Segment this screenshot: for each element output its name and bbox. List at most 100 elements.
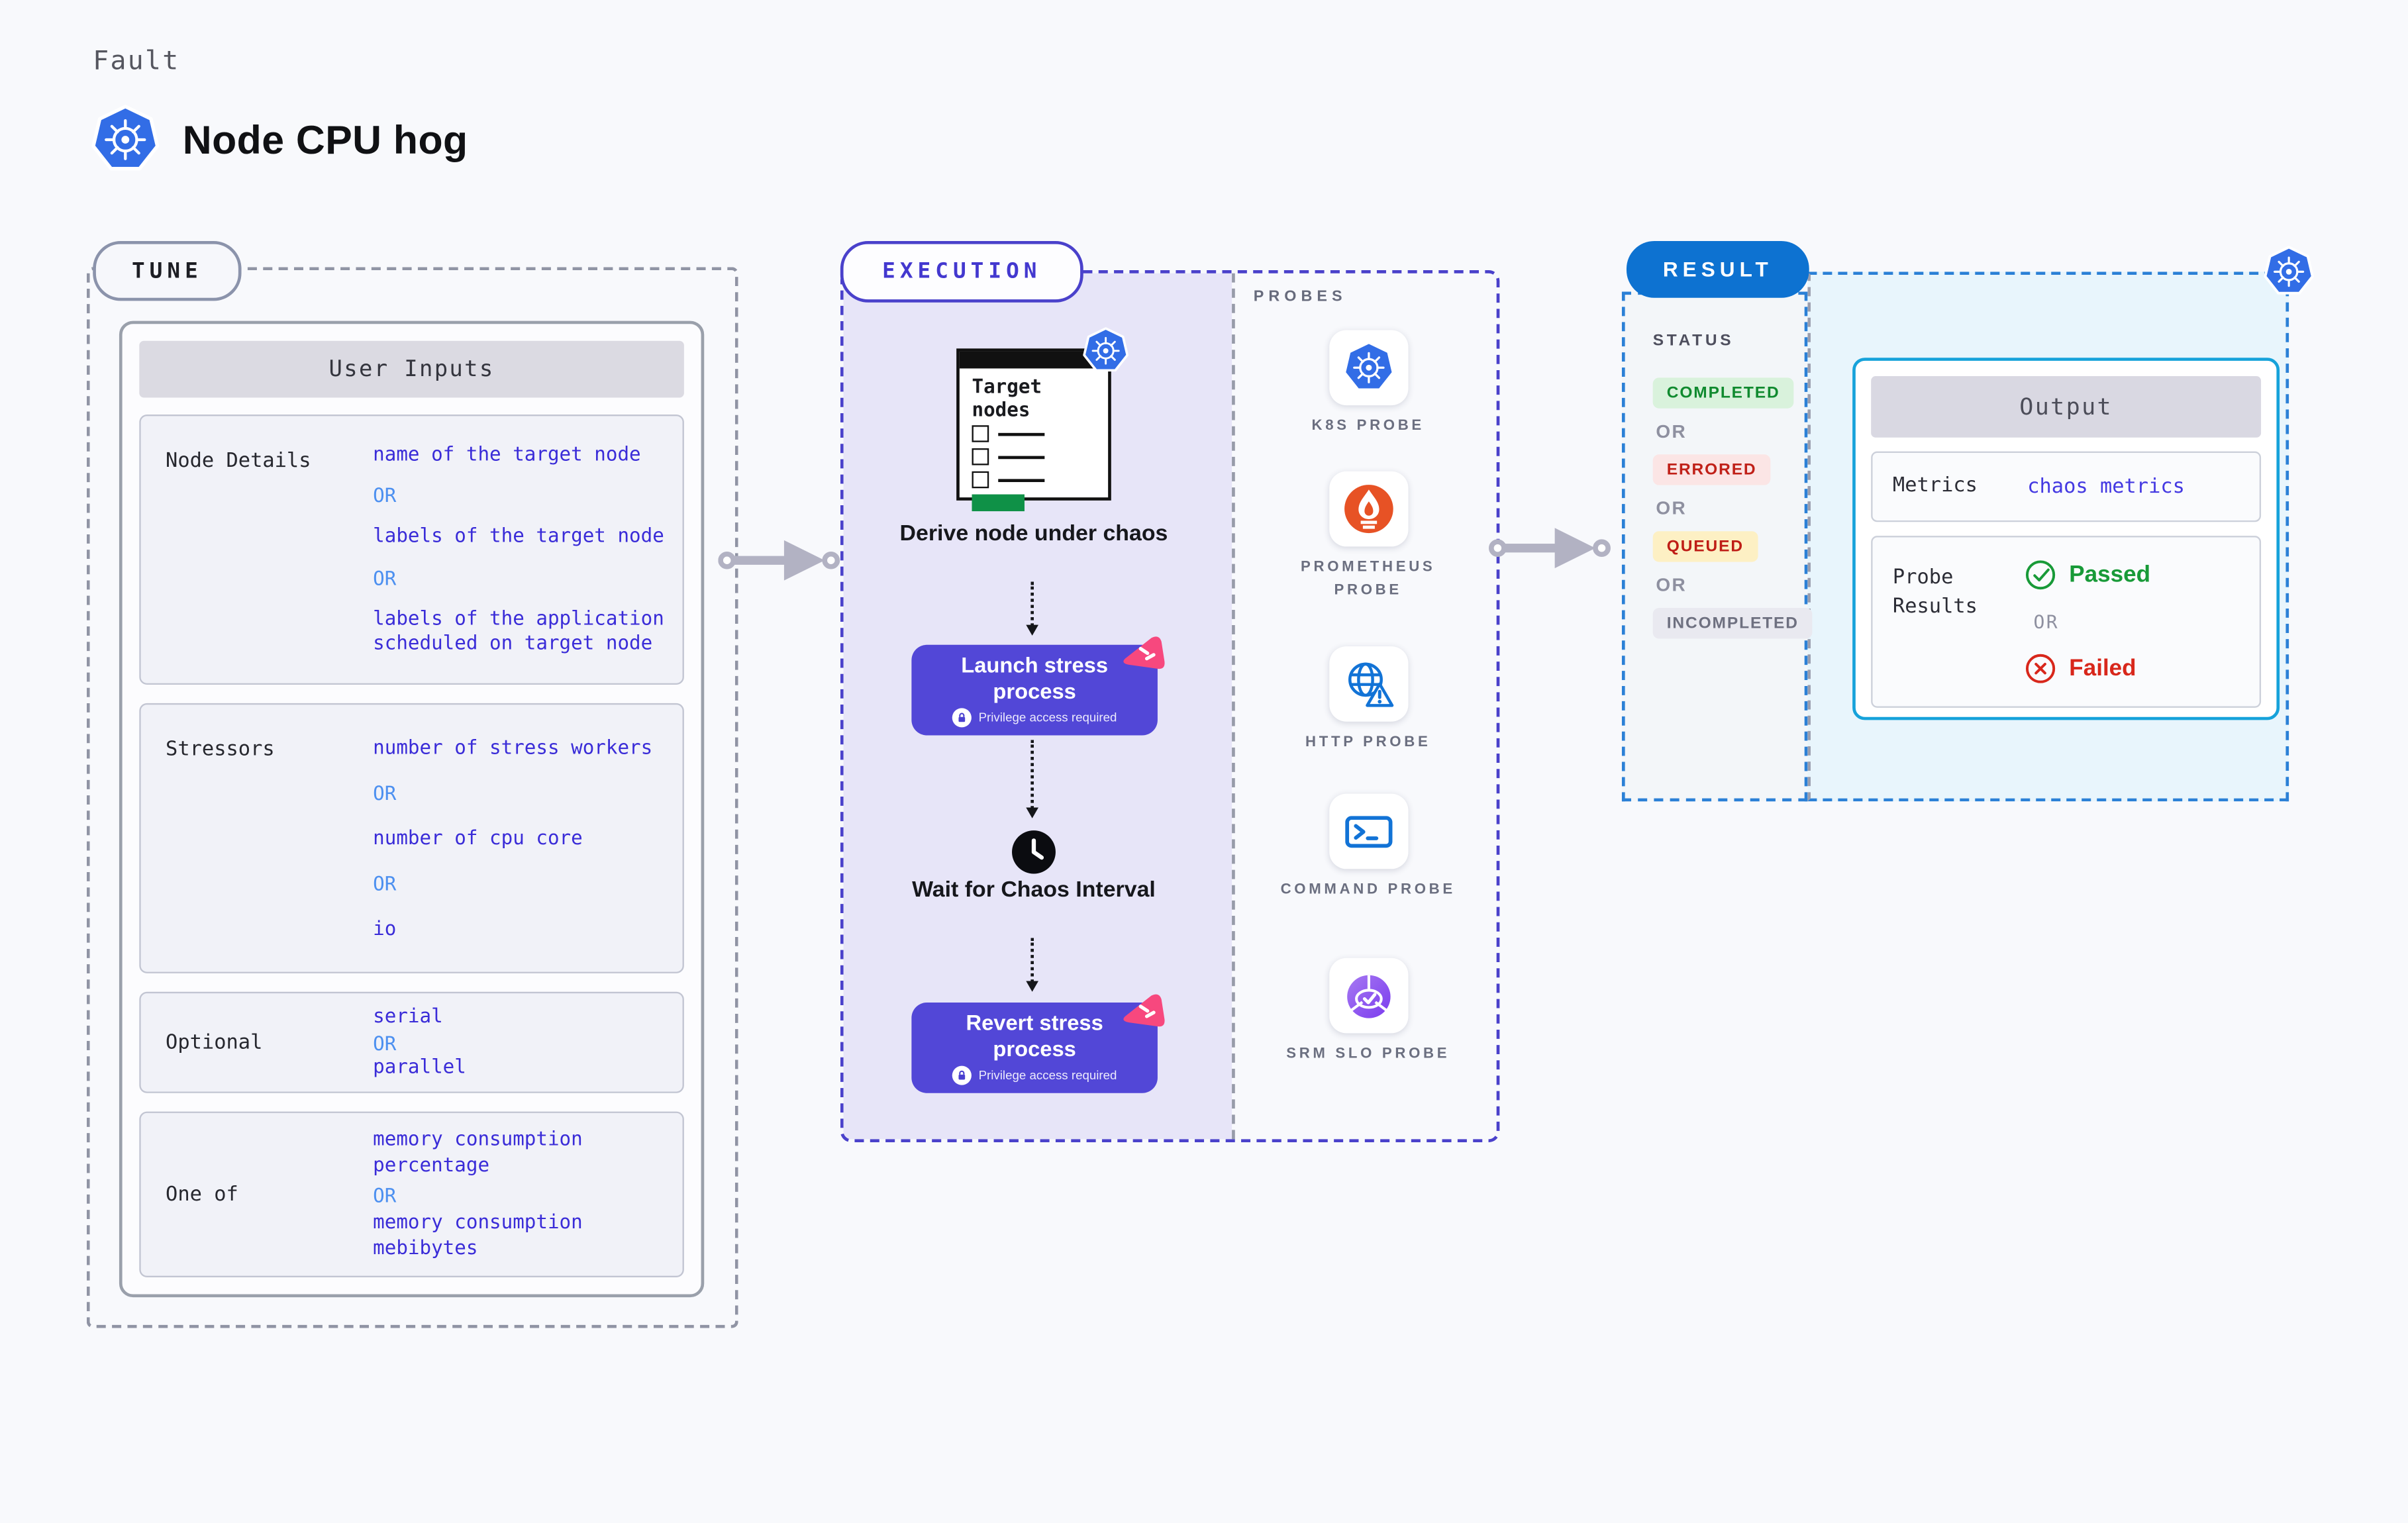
privilege-note: Privilege access required xyxy=(952,1065,1117,1085)
selected-node-bar xyxy=(972,494,1025,512)
lock-icon xyxy=(952,707,972,727)
target-nodes-title: Target nodes xyxy=(972,374,1042,421)
probe-label: HTTP PROBE xyxy=(1305,734,1431,751)
status-title: STATUS xyxy=(1652,331,1734,350)
passed-label: Passed xyxy=(2069,562,2151,588)
probe-results-row: Probe Results Passed OR Failed xyxy=(1871,536,2262,708)
result-badge: RESULT xyxy=(1626,241,1809,298)
probe-item: K8S PROBE xyxy=(1276,330,1461,438)
or-separator: OR xyxy=(373,484,397,507)
or-separator: OR xyxy=(1656,574,1687,596)
privilege-note: Privilege access required xyxy=(952,707,1117,727)
probe-failed: Failed xyxy=(2025,652,2260,685)
flow-connector-arrow xyxy=(1026,581,1038,636)
status-badge-queued: QUEUED xyxy=(1652,531,1758,562)
metrics-label: Metrics xyxy=(1892,473,1978,497)
probe-item: COMMAND PROBE xyxy=(1276,793,1461,903)
privilege-note-label: Privilege access required xyxy=(978,710,1117,724)
lock-icon xyxy=(952,1065,972,1085)
node-checkbox-row xyxy=(960,425,1108,442)
user-input-value: number of stress workers xyxy=(373,734,653,758)
status-list: COMPLETED OR ERRORED OR QUEUED OR INCOMPLETED xyxy=(1652,377,1813,648)
launch-stress-label: Launch stress process xyxy=(961,653,1109,703)
status-badge-completed: COMPLETED xyxy=(1652,377,1794,409)
metrics-row: Metrics chaos metrics xyxy=(1871,451,2262,522)
launch-stress-button[interactable]: Launch stress process Privilege access r… xyxy=(911,645,1158,736)
execution-panel xyxy=(840,270,1500,1142)
arrow-tune-to-execution xyxy=(718,537,845,583)
status-badge-errored: ERRORED xyxy=(1652,454,1771,485)
kubernetes-icon xyxy=(90,105,161,175)
user-input-label: Node Details xyxy=(166,450,311,473)
user-input-label: One of xyxy=(166,1183,238,1206)
prom-probe-icon xyxy=(1329,471,1408,547)
probes-divider xyxy=(1232,273,1235,1140)
metrics-value: chaos metrics xyxy=(2027,475,2185,499)
user-input-value: labels of the application scheduled on t… xyxy=(373,605,664,655)
probe-label: SRM SLO PROBE xyxy=(1286,1045,1450,1063)
output-header: Output xyxy=(1871,376,2262,438)
page-title: Node CPU hog xyxy=(182,116,468,162)
failed-label: Failed xyxy=(2069,655,2136,682)
or-separator: OR xyxy=(373,1183,397,1206)
cmd-probe-icon xyxy=(1329,793,1408,869)
or-separator: OR xyxy=(373,1030,397,1054)
flow-connector-arrow xyxy=(1026,740,1038,818)
user-input-label: Optional xyxy=(166,1030,263,1054)
or-separator: OR xyxy=(1656,497,1687,519)
user-inputs-table: User Inputs Node Details name of the targ… xyxy=(119,320,705,1298)
http-probe-icon xyxy=(1329,646,1408,722)
execution-badge: EXECUTION xyxy=(840,241,1083,303)
user-input-value: memory consumption percentage xyxy=(373,1126,583,1176)
tune-panel xyxy=(86,267,738,1328)
probe-results-label: Probe Results xyxy=(1892,566,1978,618)
probe-label: COMMAND PROBE xyxy=(1280,881,1456,899)
probe-item: SRM SLO PROBE xyxy=(1276,958,1461,1067)
tune-badge: TUNE xyxy=(93,241,242,301)
user-inputs-header: User Inputs xyxy=(139,340,684,398)
node-checkbox-row xyxy=(960,471,1108,489)
probe-passed: Passed xyxy=(2025,559,2260,591)
probe-label: PROMETHEUS PROBE xyxy=(1301,558,1436,599)
kubernetes-badge-icon xyxy=(1081,327,1129,375)
revert-stress-button[interactable]: Revert stress process Privilege access r… xyxy=(911,1003,1158,1093)
status-badge-incompleted: INCOMPLETED xyxy=(1652,608,1813,639)
user-input-value: name of the target node xyxy=(373,442,641,465)
user-input-value: memory consumption mebibytes xyxy=(373,1210,583,1259)
or-separator: OR xyxy=(373,781,397,805)
user-input-value: serial xyxy=(373,1003,443,1027)
user-input-value: io xyxy=(373,916,397,939)
srm-probe-icon xyxy=(1329,958,1408,1034)
probe-or-label: OR xyxy=(2033,611,2060,633)
user-input-label: Stressors xyxy=(166,738,275,762)
probe-item: HTTP PROBE xyxy=(1276,646,1461,755)
check-circle-icon xyxy=(2025,559,2057,591)
k8s-probe-icon xyxy=(1329,330,1408,406)
page-header: Node CPU hog xyxy=(90,105,468,175)
or-separator: OR xyxy=(373,871,397,895)
revert-stress-label: Revert stress process xyxy=(966,1010,1103,1060)
user-input-value: number of cpu core xyxy=(373,825,583,849)
arrow-execution-to-result xyxy=(1489,525,1616,571)
chaos-flair-icon xyxy=(1117,634,1170,681)
user-input-value: parallel xyxy=(373,1055,466,1079)
fault-kicker: Fault xyxy=(93,46,180,77)
target-nodes-card: Target nodes xyxy=(956,348,1111,512)
clock-icon xyxy=(1011,829,1057,875)
output-card: Output Metrics chaos metrics Probe Resul… xyxy=(1852,358,2280,720)
wait-interval-caption: Wait for Chaos Interval xyxy=(912,878,1156,903)
or-separator: OR xyxy=(1656,420,1687,442)
x-circle-icon xyxy=(2025,652,2057,685)
user-input-value: labels of the target node xyxy=(373,523,664,547)
derive-node-caption: Derive node under chaos xyxy=(899,522,1168,547)
probe-item: PROMETHEUS PROBE xyxy=(1276,471,1461,603)
probe-label: K8S PROBE xyxy=(1311,417,1425,435)
